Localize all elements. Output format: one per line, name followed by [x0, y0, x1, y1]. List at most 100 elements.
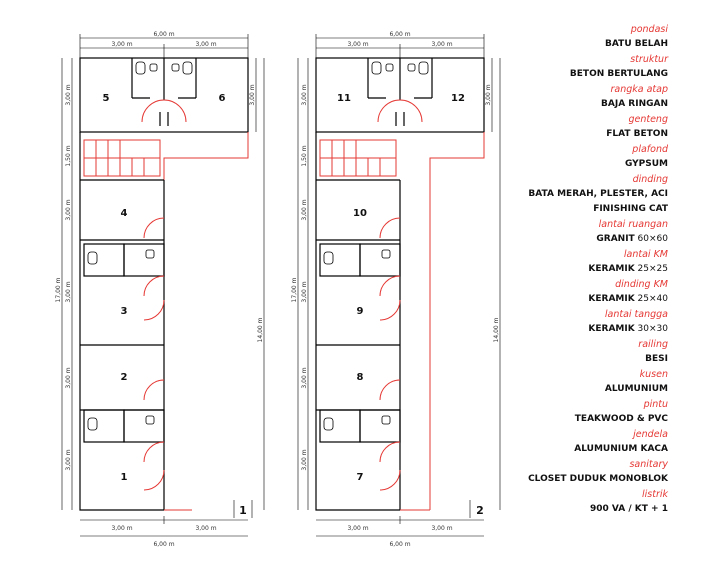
dim-top-total: 6,00 m	[389, 31, 410, 38]
dim-left-4: 3,00 m	[301, 281, 308, 302]
dim-bottom-right: 3,00 m	[195, 525, 216, 532]
dim-left-6: 3,00 m	[301, 449, 308, 470]
room-label-2: 2	[121, 372, 128, 383]
dim-left-3: 3,00 m	[301, 199, 308, 220]
dim-top-right: 3,00 m	[431, 41, 452, 48]
room-label-11: 11	[337, 93, 351, 104]
dim-top-right: 3,00 m	[195, 41, 216, 48]
spec-value-text: KERAMIK	[588, 294, 635, 304]
spec-value-size: 30×30	[634, 324, 668, 334]
room-label-10: 10	[353, 208, 367, 219]
spec-label: plafond	[632, 144, 668, 155]
dim-right-inner: 3,00 m	[249, 84, 256, 105]
dim-bottom-right: 3,00 m	[431, 525, 452, 532]
spec-label: listrik	[642, 489, 668, 500]
floor-plan-2: 6,00 m 3,00 m 3,00 m	[291, 31, 501, 548]
dim-right-inner: 3,00 m	[485, 84, 492, 105]
spec-value: GYPSUM	[520, 157, 668, 172]
spec-value-text: KERAMIK	[588, 324, 635, 334]
dim-bottom-total: 6,00 m	[389, 541, 410, 548]
dim-bottom-total: 6,00 m	[153, 541, 174, 548]
spec-label: struktur	[630, 54, 668, 65]
spec-value-text: FINISHING CAT	[593, 204, 668, 214]
room-label-8: 8	[357, 372, 364, 383]
dim-bottom-left: 3,00 m	[347, 525, 368, 532]
dim-left-6: 3,00 m	[65, 449, 72, 470]
spec-value: ALUMUNIUM	[520, 382, 668, 397]
spec-label: rangka atap	[610, 84, 668, 95]
spec-value-text: BETON BERTULANG	[569, 69, 668, 79]
spec-value: KERAMIK 25×40	[520, 292, 668, 307]
spec-value: CLOSET DUDUK MONOBLOK	[520, 472, 668, 487]
dim-left-3: 3,00 m	[65, 199, 72, 220]
plan-number-1: 1	[239, 504, 247, 517]
room-label-7: 7	[357, 472, 364, 483]
dim-left-total: 17,00 m	[55, 277, 62, 302]
spec-value: KERAMIK 30×30	[520, 322, 668, 337]
room-label-5: 5	[103, 93, 110, 104]
dim-left-1: 3,00 m	[301, 84, 308, 105]
spec-value: BATU BELAH	[520, 37, 668, 52]
spec-label: pondasi	[630, 24, 668, 35]
spec-value: GRANIT 60×60	[520, 232, 668, 247]
spec-value-text: ALUMUNIUM KACA	[574, 444, 668, 454]
spec-value: BAJA RINGAN	[520, 97, 668, 112]
dim-left-2: 1,50 m	[301, 145, 308, 166]
spec-label: pintu	[643, 399, 668, 410]
spec-value-text: BATA MERAH, PLESTER, ACI	[528, 189, 668, 199]
spec-value-text: GYPSUM	[624, 159, 668, 169]
dim-left-2: 1,50 m	[65, 145, 72, 166]
spec-label: lantai tangga	[604, 309, 668, 320]
spec-value-text: GRANIT	[596, 234, 635, 244]
spec-value: BETON BERTULANG	[520, 67, 668, 82]
room-label-9: 9	[357, 306, 364, 317]
spec-value-size: 60×60	[634, 234, 668, 244]
dim-top-total: 6,00 m	[153, 31, 174, 38]
spec-value: TEAKWOOD & PVC	[520, 412, 668, 427]
spec-label: lantai KM	[623, 249, 668, 260]
spec-label: kusen	[639, 369, 668, 380]
dim-left-5: 3,00 m	[65, 367, 72, 388]
dim-left-1: 3,00 m	[65, 84, 72, 105]
dim-left-5: 3,00 m	[301, 367, 308, 388]
dim-left-4: 3,00 m	[65, 281, 72, 302]
spec-value-size: 25×40	[634, 294, 668, 304]
plan-number-2: 2	[476, 504, 484, 517]
spec-value-text: TEAKWOOD & PVC	[574, 414, 668, 424]
floor-plan-1: 6,00 m 3,00 m 3,00 m	[55, 31, 265, 548]
spec-value-text: 900 VA / KT + 1	[590, 504, 668, 514]
room-label-12: 12	[451, 93, 465, 104]
dim-right-total: 14,00 m	[493, 317, 500, 342]
spec-value: BESI	[520, 352, 668, 367]
room-label-4: 4	[121, 208, 128, 219]
spec-value: BATA MERAH, PLESTER, ACI	[520, 187, 668, 202]
spec-value-text: BATU BELAH	[605, 39, 668, 49]
dim-top-left: 3,00 m	[347, 41, 368, 48]
spec-label: dinding KM	[615, 279, 668, 290]
spec-value: KERAMIK 25×25	[520, 262, 668, 277]
spec-label: railing	[638, 339, 668, 350]
spec-value: FINISHING CAT	[520, 202, 668, 217]
dim-right-total: 14,00 m	[257, 317, 264, 342]
spec-label: jendela	[633, 429, 668, 440]
spec-label: genteng	[628, 114, 668, 125]
spec-value: FLAT BETON	[520, 127, 668, 142]
spec-value-text: ALUMUNIUM	[604, 384, 668, 394]
dim-bottom-left: 3,00 m	[111, 525, 132, 532]
spec-value-text: BESI	[645, 354, 668, 364]
room-label-6: 6	[219, 93, 226, 104]
spec-value-text: CLOSET DUDUK MONOBLOK	[528, 474, 668, 484]
spec-value: 900 VA / KT + 1	[520, 502, 668, 517]
spec-label: dinding	[632, 174, 668, 185]
spec-value: ALUMUNIUM KACA	[520, 442, 668, 457]
spec-value-text: FLAT BETON	[606, 129, 668, 139]
room-label-3: 3	[121, 306, 128, 317]
dim-left-total: 17,00 m	[291, 277, 298, 302]
spec-label: lantai ruangan	[598, 219, 668, 230]
spec-value-text: BAJA RINGAN	[601, 99, 668, 109]
spec-value-text: KERAMIK	[588, 264, 635, 274]
spec-value-size: 25×25	[634, 264, 668, 274]
dim-top-left: 3,00 m	[111, 41, 132, 48]
